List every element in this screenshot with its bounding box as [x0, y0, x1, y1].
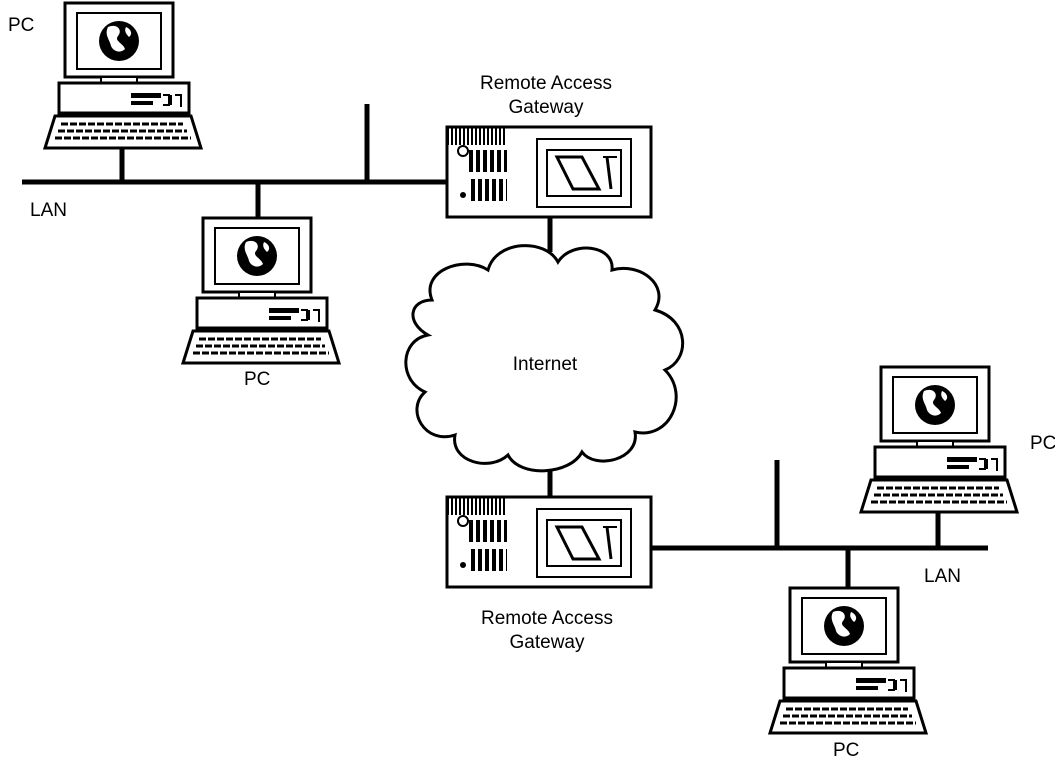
pc-right-icon [859, 365, 1019, 514]
label-lan-right: LAN [924, 566, 961, 587]
label-pc-top-left: PC [8, 15, 34, 36]
pc-mid-left-icon [181, 216, 341, 365]
label-internet: Internet [513, 354, 578, 375]
label-gateway-bottom-line1: Remote Access [481, 608, 613, 629]
label-gateway-top-line1: Remote Access [480, 73, 612, 94]
label-pc-bottom-right: PC [833, 740, 859, 761]
gateway-bottom-icon [447, 497, 651, 587]
pc-bottom-right-icon [768, 586, 928, 735]
internet-cloud-icon [404, 244, 685, 473]
label-pc-right: PC [1030, 433, 1055, 454]
gateway-top-icon [447, 127, 651, 217]
label-lan-left: LAN [30, 200, 67, 221]
label-gateway-bottom-line2: Gateway [510, 632, 585, 653]
label-gateway-top-line2: Gateway [509, 97, 584, 118]
label-pc-mid-left: PC [244, 369, 270, 390]
pc-top-left-icon [43, 1, 203, 150]
